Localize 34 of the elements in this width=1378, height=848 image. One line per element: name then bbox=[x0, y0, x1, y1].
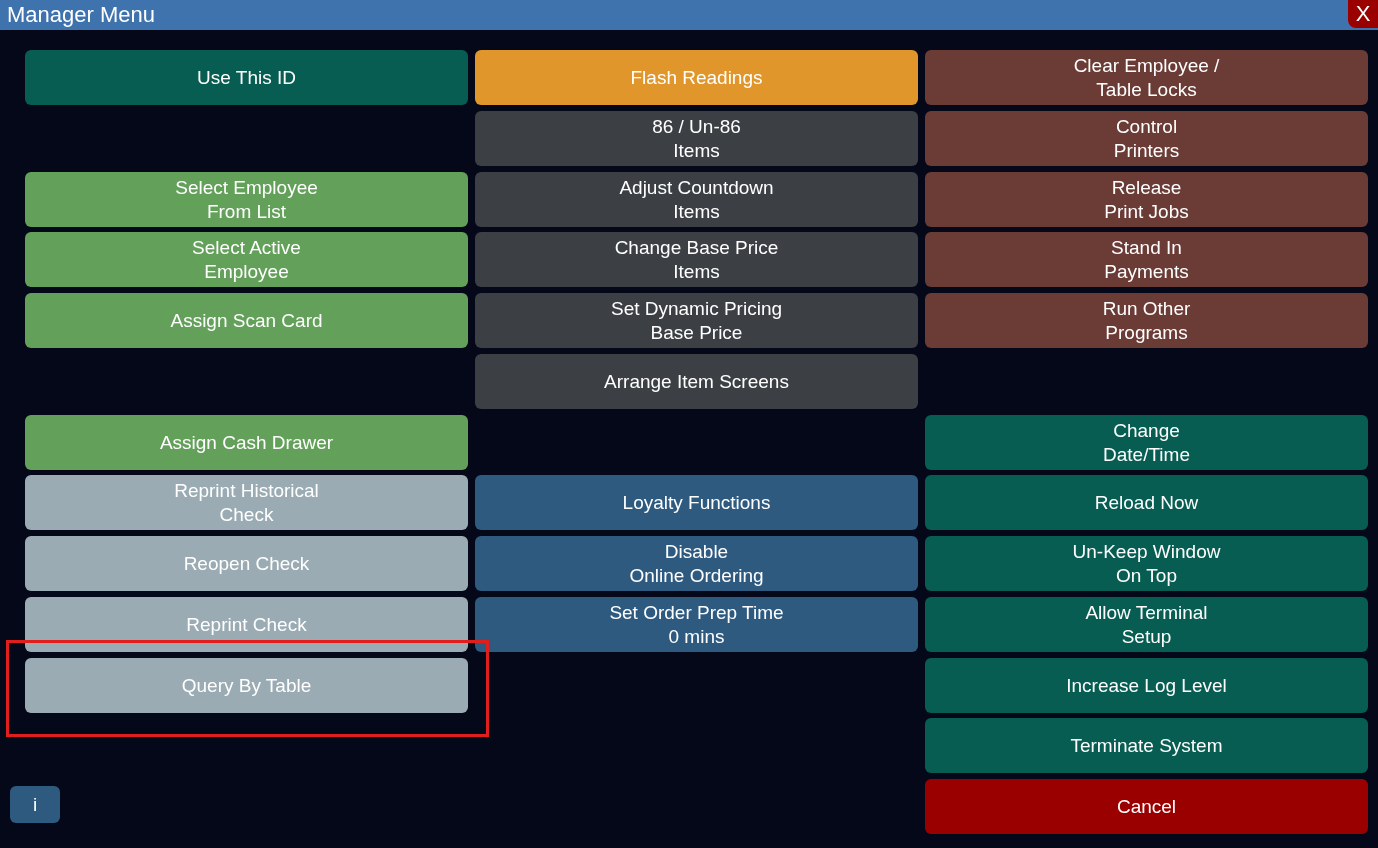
menu-button: Set Order Prep Time 0 mins bbox=[475, 597, 918, 652]
menu-button: Loyalty Functions bbox=[475, 475, 918, 530]
menu-button: Reload Now bbox=[925, 475, 1368, 530]
menu-button: Disable Online Ordering bbox=[475, 536, 918, 591]
menu-button: Stand In Payments bbox=[925, 232, 1368, 287]
menu-button: Set Dynamic Pricing Base Price bbox=[475, 293, 918, 348]
menu-button: Assign Scan Card bbox=[25, 293, 468, 348]
window-title: Manager Menu bbox=[7, 2, 155, 28]
menu-button: Allow Terminal Setup bbox=[925, 597, 1368, 652]
menu-button: Terminate System bbox=[925, 718, 1368, 773]
menu-button: Increase Log Level bbox=[925, 658, 1368, 713]
menu-button: 86 / Un-86 Items bbox=[475, 111, 918, 166]
menu-button: Flash Readings bbox=[475, 50, 918, 105]
highlight-frame bbox=[6, 640, 489, 737]
menu-button: Release Print Jobs bbox=[925, 172, 1368, 227]
menu-button: Change Base Price Items bbox=[475, 232, 918, 287]
menu-button: Adjust Countdown Items bbox=[475, 172, 918, 227]
menu-button: Clear Employee / Table Locks bbox=[925, 50, 1368, 105]
menu-button: Control Printers bbox=[925, 111, 1368, 166]
menu-button: Arrange Item Screens bbox=[475, 354, 918, 409]
menu-button: Assign Cash Drawer bbox=[25, 415, 468, 470]
menu-button: Query By Table bbox=[25, 658, 468, 713]
menu-button: Un-Keep Window On Top bbox=[925, 536, 1368, 591]
menu-button: Reprint Historical Check bbox=[25, 475, 468, 530]
info-button: i bbox=[10, 786, 60, 823]
menu-button: Reprint Check bbox=[25, 597, 468, 652]
menu-button: Change Date/Time bbox=[925, 415, 1368, 470]
menu-button: Cancel bbox=[925, 779, 1368, 834]
close-button: X bbox=[1348, 0, 1378, 28]
menu-button: Reopen Check bbox=[25, 536, 468, 591]
menu-button: Run Other Programs bbox=[925, 293, 1368, 348]
menu-button: Use This ID bbox=[25, 50, 468, 105]
menu-button: Select Active Employee bbox=[25, 232, 468, 287]
menu-button: Select Employee From List bbox=[25, 172, 468, 227]
